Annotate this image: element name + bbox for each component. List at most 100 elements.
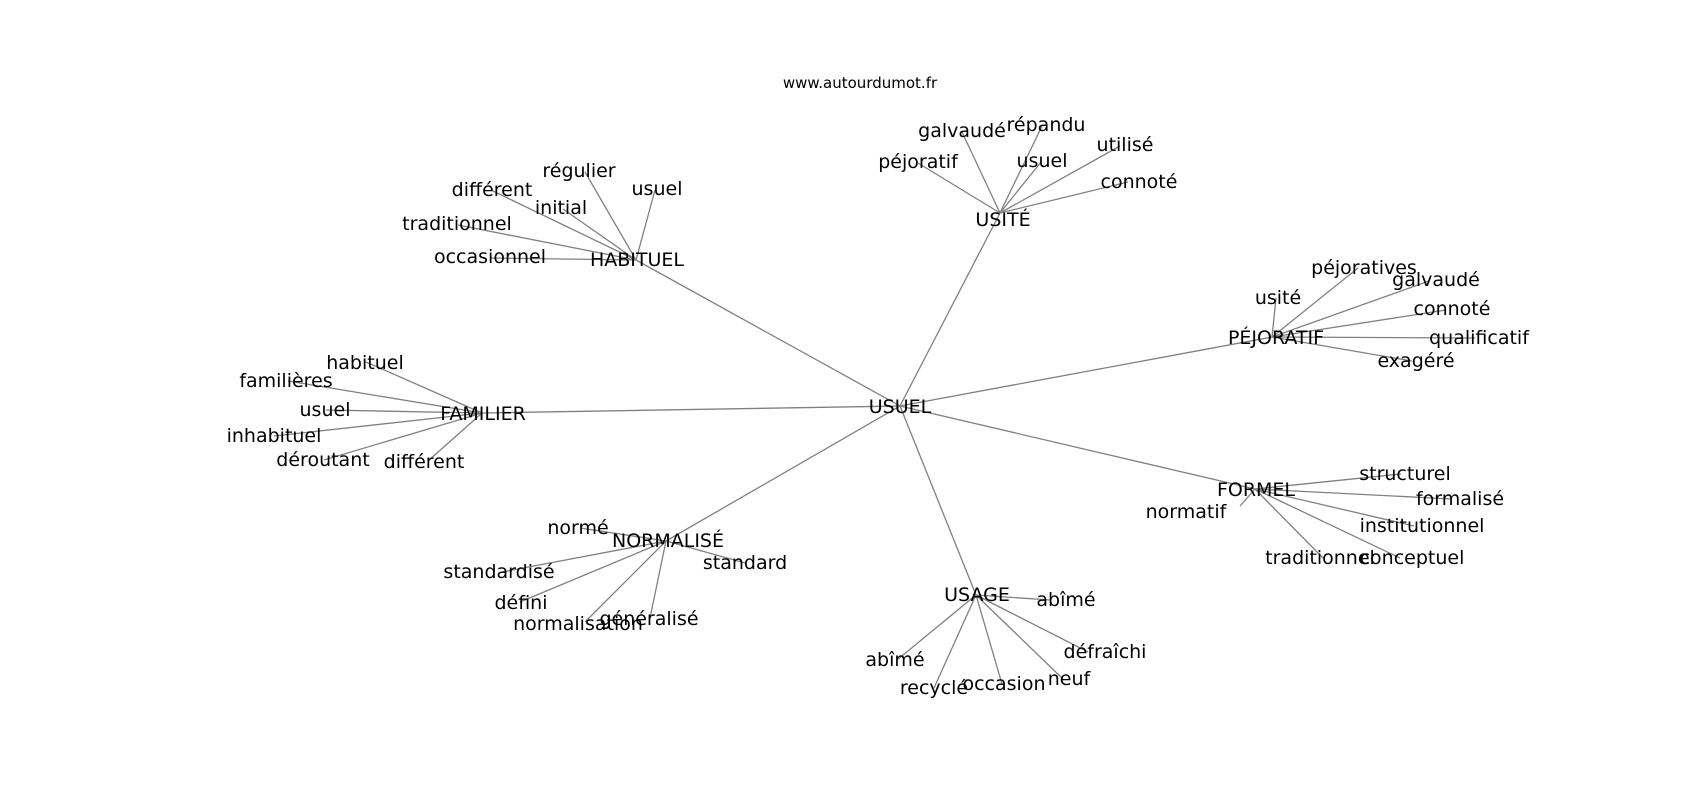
leaf-node[interactable]: abîmé bbox=[1036, 589, 1095, 611]
leaf-node[interactable]: péjoratif bbox=[878, 151, 959, 173]
graph-edge bbox=[273, 412, 483, 437]
cluster-usage[interactable]: USAGE bbox=[944, 584, 1010, 606]
graph-edge bbox=[365, 361, 483, 414]
edges-layer bbox=[273, 125, 1476, 689]
leaf-node[interactable]: déroutant bbox=[276, 449, 369, 471]
leaf-node[interactable]: régulier bbox=[542, 160, 615, 182]
leaf-node[interactable]: utilisé bbox=[1097, 134, 1154, 156]
leaf-node[interactable]: neuf bbox=[1048, 668, 1092, 690]
leaf-node[interactable]: péjoratives bbox=[1311, 257, 1417, 279]
leaf-node[interactable]: connoté bbox=[1101, 171, 1178, 193]
graph-edge bbox=[665, 405, 901, 542]
graph-edge bbox=[579, 527, 667, 542]
graph-edge bbox=[584, 171, 637, 261]
graph-edge bbox=[1271, 336, 1476, 339]
graph-edge bbox=[975, 594, 1089, 653]
graph-edge bbox=[999, 145, 1121, 214]
graph-edge bbox=[1254, 488, 1453, 500]
graph-edge bbox=[933, 594, 977, 689]
graph-edge bbox=[999, 161, 1042, 214]
leaf-node[interactable]: inhabituel bbox=[227, 425, 322, 447]
graph-edge bbox=[635, 259, 901, 407]
leaf-node[interactable]: occasionnel bbox=[434, 246, 546, 268]
graph-edge bbox=[999, 125, 1043, 214]
leaf-node[interactable]: galvaudé bbox=[918, 120, 1006, 142]
cluster-pejoratif[interactable]: PÉJORATIF bbox=[1228, 326, 1324, 349]
leaf-node[interactable]: répandu bbox=[1007, 114, 1086, 136]
leaf-node[interactable]: connoté bbox=[1414, 298, 1491, 320]
graph-edge bbox=[975, 594, 1051, 601]
graph-edge bbox=[975, 594, 1064, 680]
graph-edge bbox=[481, 405, 901, 414]
leaf-node[interactable]: institutionnel bbox=[1360, 515, 1485, 537]
graph-edge bbox=[1271, 297, 1277, 338]
graph-edge bbox=[1271, 280, 1430, 338]
graph-edge bbox=[917, 162, 1001, 214]
leaf-node[interactable]: standardisé bbox=[443, 561, 554, 583]
leaf-node[interactable]: familières bbox=[239, 370, 332, 392]
graph-edge bbox=[501, 540, 667, 573]
leaf-node[interactable]: qualificatif bbox=[1429, 327, 1530, 349]
graph-edge bbox=[665, 540, 746, 564]
graph-edge bbox=[325, 409, 483, 414]
leaf-node[interactable]: traditionnel bbox=[402, 213, 512, 235]
graph-edge bbox=[489, 257, 637, 261]
leaf-node[interactable]: normé bbox=[547, 517, 608, 539]
center-node[interactable]: USUEL bbox=[869, 396, 932, 418]
leaf-node[interactable]: initial bbox=[535, 197, 587, 219]
graph-edge bbox=[1271, 309, 1447, 338]
cluster-habituel[interactable]: HABITUEL bbox=[590, 249, 684, 271]
graph-edge bbox=[1254, 488, 1401, 559]
leaf-node[interactable]: recyclé bbox=[900, 677, 968, 699]
graph-edge bbox=[457, 224, 637, 261]
leaf-node[interactable]: défraîchi bbox=[1064, 641, 1147, 663]
leaf-node[interactable]: défini bbox=[494, 592, 547, 614]
graph-edge bbox=[519, 540, 667, 603]
cluster-formel[interactable]: FORMEL bbox=[1217, 479, 1295, 501]
graph-edge bbox=[427, 412, 483, 462]
graph-edge bbox=[1254, 488, 1415, 527]
graph-edge bbox=[562, 208, 637, 261]
leaf-node[interactable]: normalisation bbox=[513, 613, 643, 635]
graph-edge bbox=[1271, 267, 1359, 338]
leaf-node[interactable]: généralisé bbox=[599, 608, 698, 630]
graph-edge bbox=[899, 212, 1001, 407]
leaf-node[interactable]: formalisé bbox=[1416, 488, 1504, 510]
cluster-normalise[interactable]: NORMALISÉ bbox=[612, 529, 724, 552]
leaf-node[interactable]: galvaudé bbox=[1392, 269, 1480, 291]
leaf-node[interactable]: usuel bbox=[1017, 150, 1068, 172]
graph-edge bbox=[323, 412, 483, 461]
leaf-node[interactable]: habituel bbox=[326, 352, 403, 374]
cluster-usite[interactable]: USITÉ bbox=[975, 208, 1030, 231]
graph-edge bbox=[899, 336, 1273, 407]
graph-edge bbox=[899, 405, 977, 596]
graph-edge bbox=[287, 380, 483, 414]
graph-edge bbox=[1239, 488, 1256, 507]
graph-edge bbox=[975, 594, 1003, 685]
leaf-node[interactable]: structurel bbox=[1359, 463, 1451, 485]
graph-edge bbox=[649, 540, 667, 619]
graph-edge bbox=[961, 131, 1001, 214]
leaf-node[interactable]: occasion bbox=[962, 673, 1045, 695]
graph-edge bbox=[1254, 473, 1402, 490]
graph-edge bbox=[584, 540, 667, 623]
source-label: www.autourdumot.fr bbox=[783, 74, 938, 92]
graph-edge bbox=[1254, 488, 1324, 559]
graph-edge bbox=[492, 190, 637, 261]
graph-edge bbox=[999, 181, 1129, 214]
leaf-node[interactable]: traditionnel bbox=[1265, 547, 1375, 569]
leaf-node[interactable]: normatif bbox=[1146, 501, 1228, 523]
graph-edge bbox=[899, 405, 1256, 490]
graph-edge bbox=[896, 594, 977, 661]
leaf-node[interactable]: abîmé bbox=[865, 649, 924, 671]
leaf-node[interactable]: usuel bbox=[632, 178, 683, 200]
leaf-node[interactable]: exagéré bbox=[1377, 350, 1454, 372]
leaf-node[interactable]: différent bbox=[452, 179, 533, 201]
leaf-node[interactable]: usuel bbox=[300, 399, 351, 421]
leaf-node[interactable]: usité bbox=[1255, 287, 1301, 309]
leaf-node[interactable]: conceptuel bbox=[1360, 547, 1465, 569]
leaf-node[interactable]: différent bbox=[384, 451, 465, 473]
cluster-familier[interactable]: FAMILIER bbox=[440, 403, 526, 425]
leaf-node[interactable]: standard bbox=[703, 552, 787, 574]
